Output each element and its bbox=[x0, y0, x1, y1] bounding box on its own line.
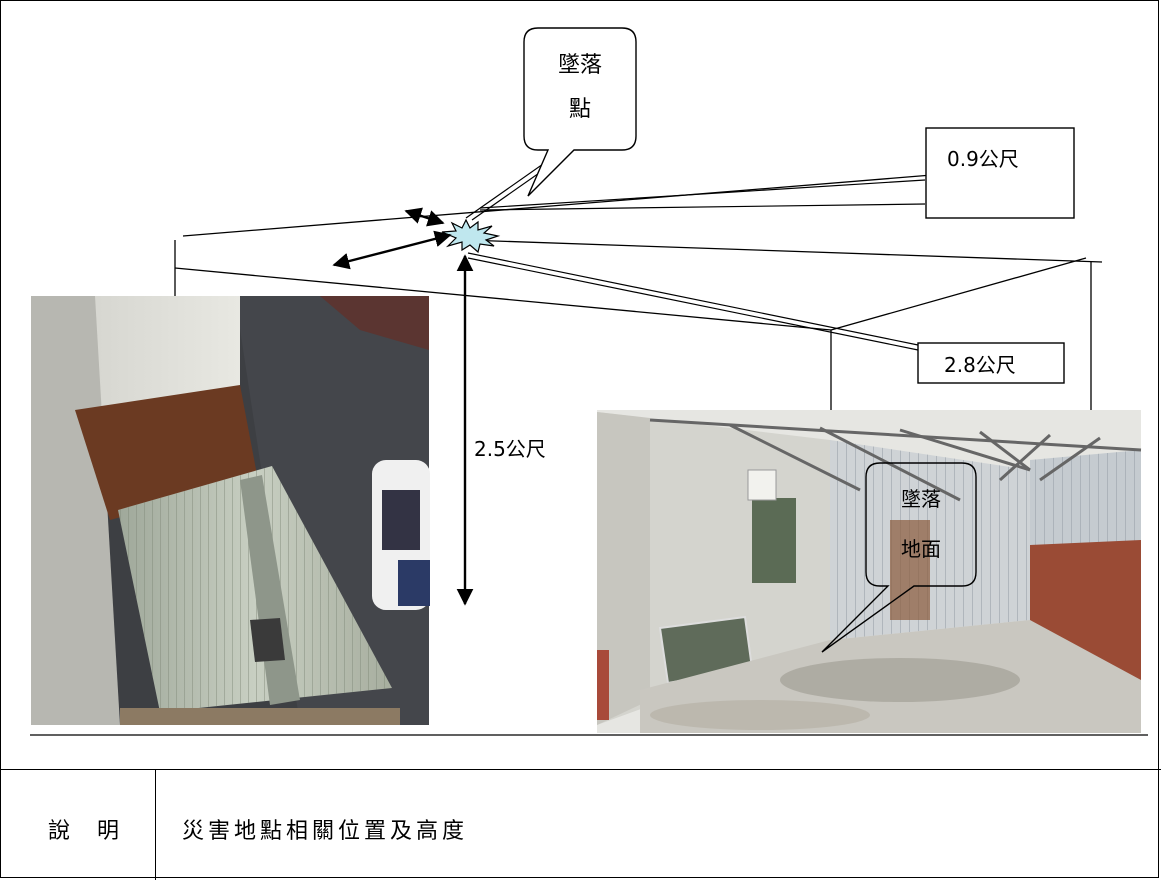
photo-side-view bbox=[597, 410, 1142, 733]
fall-ground-line2: 地面 bbox=[901, 537, 941, 561]
fall-point-burst bbox=[441, 218, 501, 254]
caption-label: 說 明 bbox=[48, 819, 129, 844]
fall-point-line2: 點 bbox=[569, 97, 591, 122]
callout-fall-point bbox=[523, 27, 637, 197]
caption-divider bbox=[0, 769, 1161, 770]
arrow-0.9 bbox=[404, 207, 445, 227]
label-2.5m: 2.5公尺 bbox=[474, 437, 546, 461]
callout-fall-ground bbox=[821, 462, 977, 653]
callout-2.8 bbox=[917, 342, 1065, 384]
callout-0.9 bbox=[925, 127, 1075, 219]
label-0.9m: 0.9公尺 bbox=[947, 147, 1019, 171]
fall-point-line1: 墜落 bbox=[558, 53, 602, 78]
arrow-2.8 bbox=[332, 230, 452, 270]
perspective-lines bbox=[30, 174, 1148, 736]
fall-ground-line1: 墜落 bbox=[901, 487, 941, 511]
caption-column-divider bbox=[155, 770, 156, 880]
caption-text: 災害地點相關位置及高度 bbox=[182, 819, 469, 844]
label-2.8m: 2.8公尺 bbox=[944, 353, 1016, 377]
photo-top-view bbox=[31, 296, 430, 725]
